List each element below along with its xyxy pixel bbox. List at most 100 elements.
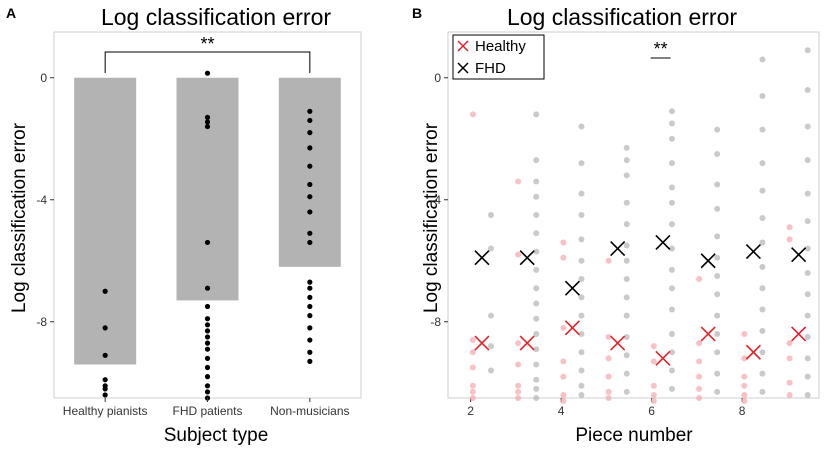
fhd-individual-point [759,327,766,334]
fhd-individual-point [533,266,540,273]
healthy-individual-point [469,382,476,389]
data-point [204,119,211,125]
healthy-mean-marker-stroke [655,350,671,366]
healthy-individual-point [469,388,476,395]
healthy-individual-point [515,388,522,395]
legend-marker [457,62,469,74]
fhd-individual-point [804,355,811,362]
fhd-individual-point [487,245,494,252]
fhd-individual-point [668,160,675,167]
healthy-mean-marker-stroke [564,320,580,336]
fhd-individual-point [714,126,721,133]
data-point [307,145,313,151]
healthy-mean-marker [655,350,671,366]
fhd-individual-point [533,395,540,401]
healthy-individual-point [786,224,793,231]
fhd-mean-marker [564,280,580,296]
fhd-mean-marker [791,247,807,263]
data-point [204,303,211,310]
healthy-individual-point [515,395,522,401]
healthy-individual-point [741,398,748,405]
plot-area [447,31,820,399]
y-tick-label: -8 [430,315,441,329]
legend-marker-stroke [457,40,469,52]
fhd-individual-point [487,343,494,350]
legend-label: Healthy [475,38,526,55]
healthy-mean-marker-stroke [745,344,761,360]
data-point [204,374,211,380]
healthy-mean-marker [519,335,535,351]
bar [176,77,239,301]
panel-a-letter: A [6,5,16,21]
panel-a-ylabel: Log classification error [9,122,30,313]
fhd-individual-point [804,47,811,54]
fhd-individual-point [804,291,811,298]
panel-b-title: Log classification error [507,4,737,30]
healthy-individual-point [696,340,703,347]
fhd-individual-point [623,370,630,377]
x-tick-label: Healthy pianists [63,404,148,418]
fhd-individual-point [623,294,630,301]
fhd-individual-point [487,367,494,374]
significance-label: ** [654,39,668,59]
data-point [204,322,211,328]
x-tick-label: 2 [467,404,474,418]
healthy-individual-point [515,382,522,389]
y-tick-label: -4 [430,193,441,207]
fhd-individual-point [623,144,630,151]
fhd-individual-point [759,263,766,270]
legend-marker [457,40,469,52]
y-tick-label: -8 [36,315,47,329]
data-point [204,355,211,361]
y-tick-label: 0 [40,71,47,85]
healthy-individual-point [560,391,567,398]
healthy-mean-marker-stroke [474,335,490,351]
fhd-individual-point [623,157,630,164]
fhd-individual-point [804,269,811,276]
fhd-individual-point [578,212,585,218]
fhd-individual-point [668,108,675,115]
data-point [307,117,313,124]
healthy-mean-marker [564,320,580,336]
data-point [102,392,108,398]
fhd-individual-point [759,239,766,246]
fhd-individual-point [759,388,766,395]
bar [74,77,137,365]
x-tick-label: Non-musicians [270,404,349,418]
fhd-individual-point [623,221,630,228]
fhd-individual-point [578,123,585,130]
healthy-individual-point [605,355,612,362]
data-point [204,334,211,340]
healthy-individual-point [650,343,657,350]
panel-a-xlabel: Subject type [164,425,269,446]
fhd-individual-point [668,184,675,191]
healthy-individual-point [741,330,748,337]
fhd-individual-point [533,111,540,118]
healthy-mean-marker [474,335,490,351]
data-point [307,337,313,343]
fhd-individual-point [533,346,540,353]
data-point [204,364,211,371]
fhd-individual-point [668,349,675,356]
fhd-individual-point [714,233,721,240]
fhd-individual-point [714,312,721,319]
fhd-individual-point [578,391,585,398]
fhd-individual-point [623,352,630,359]
fhd-mean-marker [745,244,761,260]
fhd-individual-point [759,370,766,377]
legend-marker-stroke [457,62,469,74]
fhd-individual-point [578,236,585,243]
healthy-mean-marker-stroke [610,335,626,351]
healthy-individual-point [741,391,748,398]
data-point [102,288,108,294]
fhd-individual-point [578,367,585,374]
fhd-individual-point [533,157,540,164]
fhd-mean-marker-stroke [655,234,671,251]
fhd-individual-point [578,190,585,197]
healthy-individual-point [650,398,657,405]
fhd-individual-point [804,190,811,197]
healthy-individual-point [515,361,522,368]
fhd-individual-point [714,254,721,261]
